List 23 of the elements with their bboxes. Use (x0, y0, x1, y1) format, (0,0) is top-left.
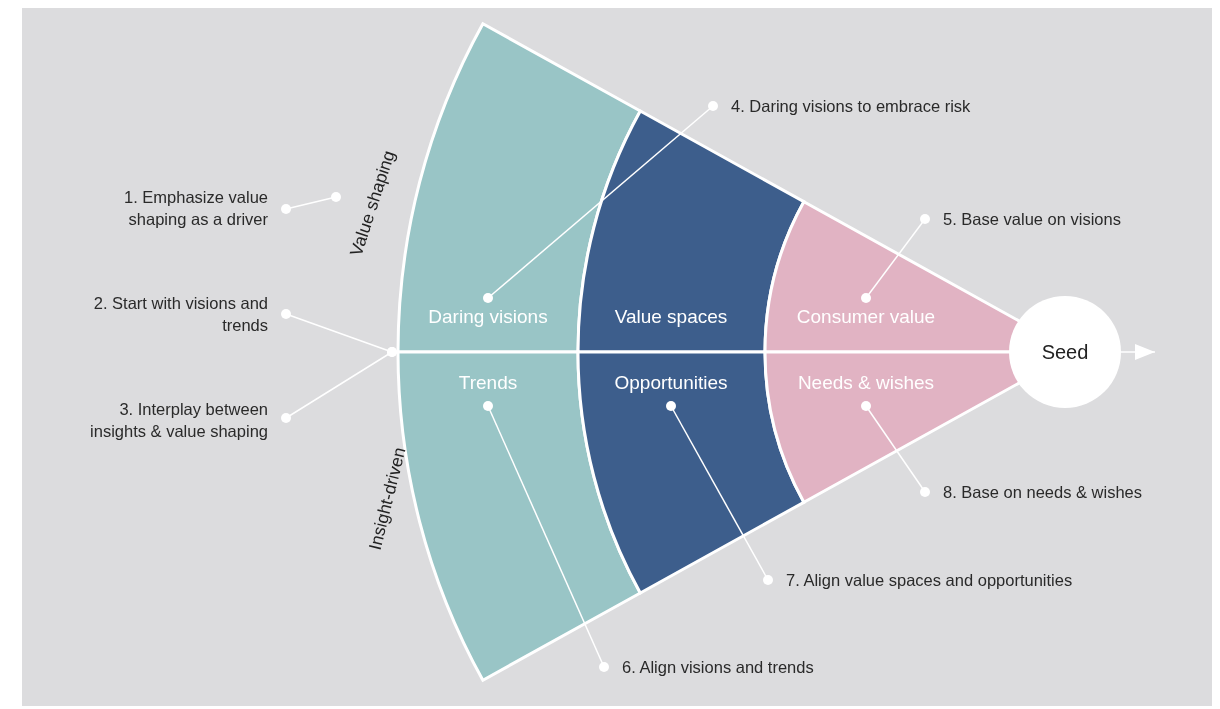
leader-line (666, 401, 773, 585)
callout-text: 2. Start with visions and trends (53, 292, 286, 336)
segment-label: Needs & wishes (797, 372, 935, 393)
callout-text: 3. Interplay between insights & value shaping (88, 398, 286, 442)
segment-label: Opportunities (614, 372, 728, 393)
leader-line (483, 101, 718, 303)
leader-line (281, 347, 397, 423)
leader-line (861, 214, 930, 303)
callout-text: 5. Base value on visions (925, 208, 1121, 230)
leader-line (483, 401, 609, 672)
callout-text: 6. Align visions and trends (604, 656, 814, 678)
callout-text: 7. Align value spaces and opportunities (768, 569, 1073, 591)
callout-text: 1. Emphasize value shaping as a driver (98, 186, 286, 230)
segment-label: Value spaces (614, 306, 728, 327)
leader-line (281, 192, 341, 214)
segment-label: Consumer value (796, 306, 936, 327)
node-label: Seed (1041, 341, 1089, 363)
segment-label: Trends (458, 372, 518, 393)
callout-text: 8. Base on needs & wishes (925, 481, 1143, 503)
leader-line (861, 401, 930, 497)
arrow (1120, 344, 1156, 360)
segment-label: Daring visions (428, 306, 548, 327)
callout-text: 4. Daring visions to embrace risk (713, 95, 971, 117)
